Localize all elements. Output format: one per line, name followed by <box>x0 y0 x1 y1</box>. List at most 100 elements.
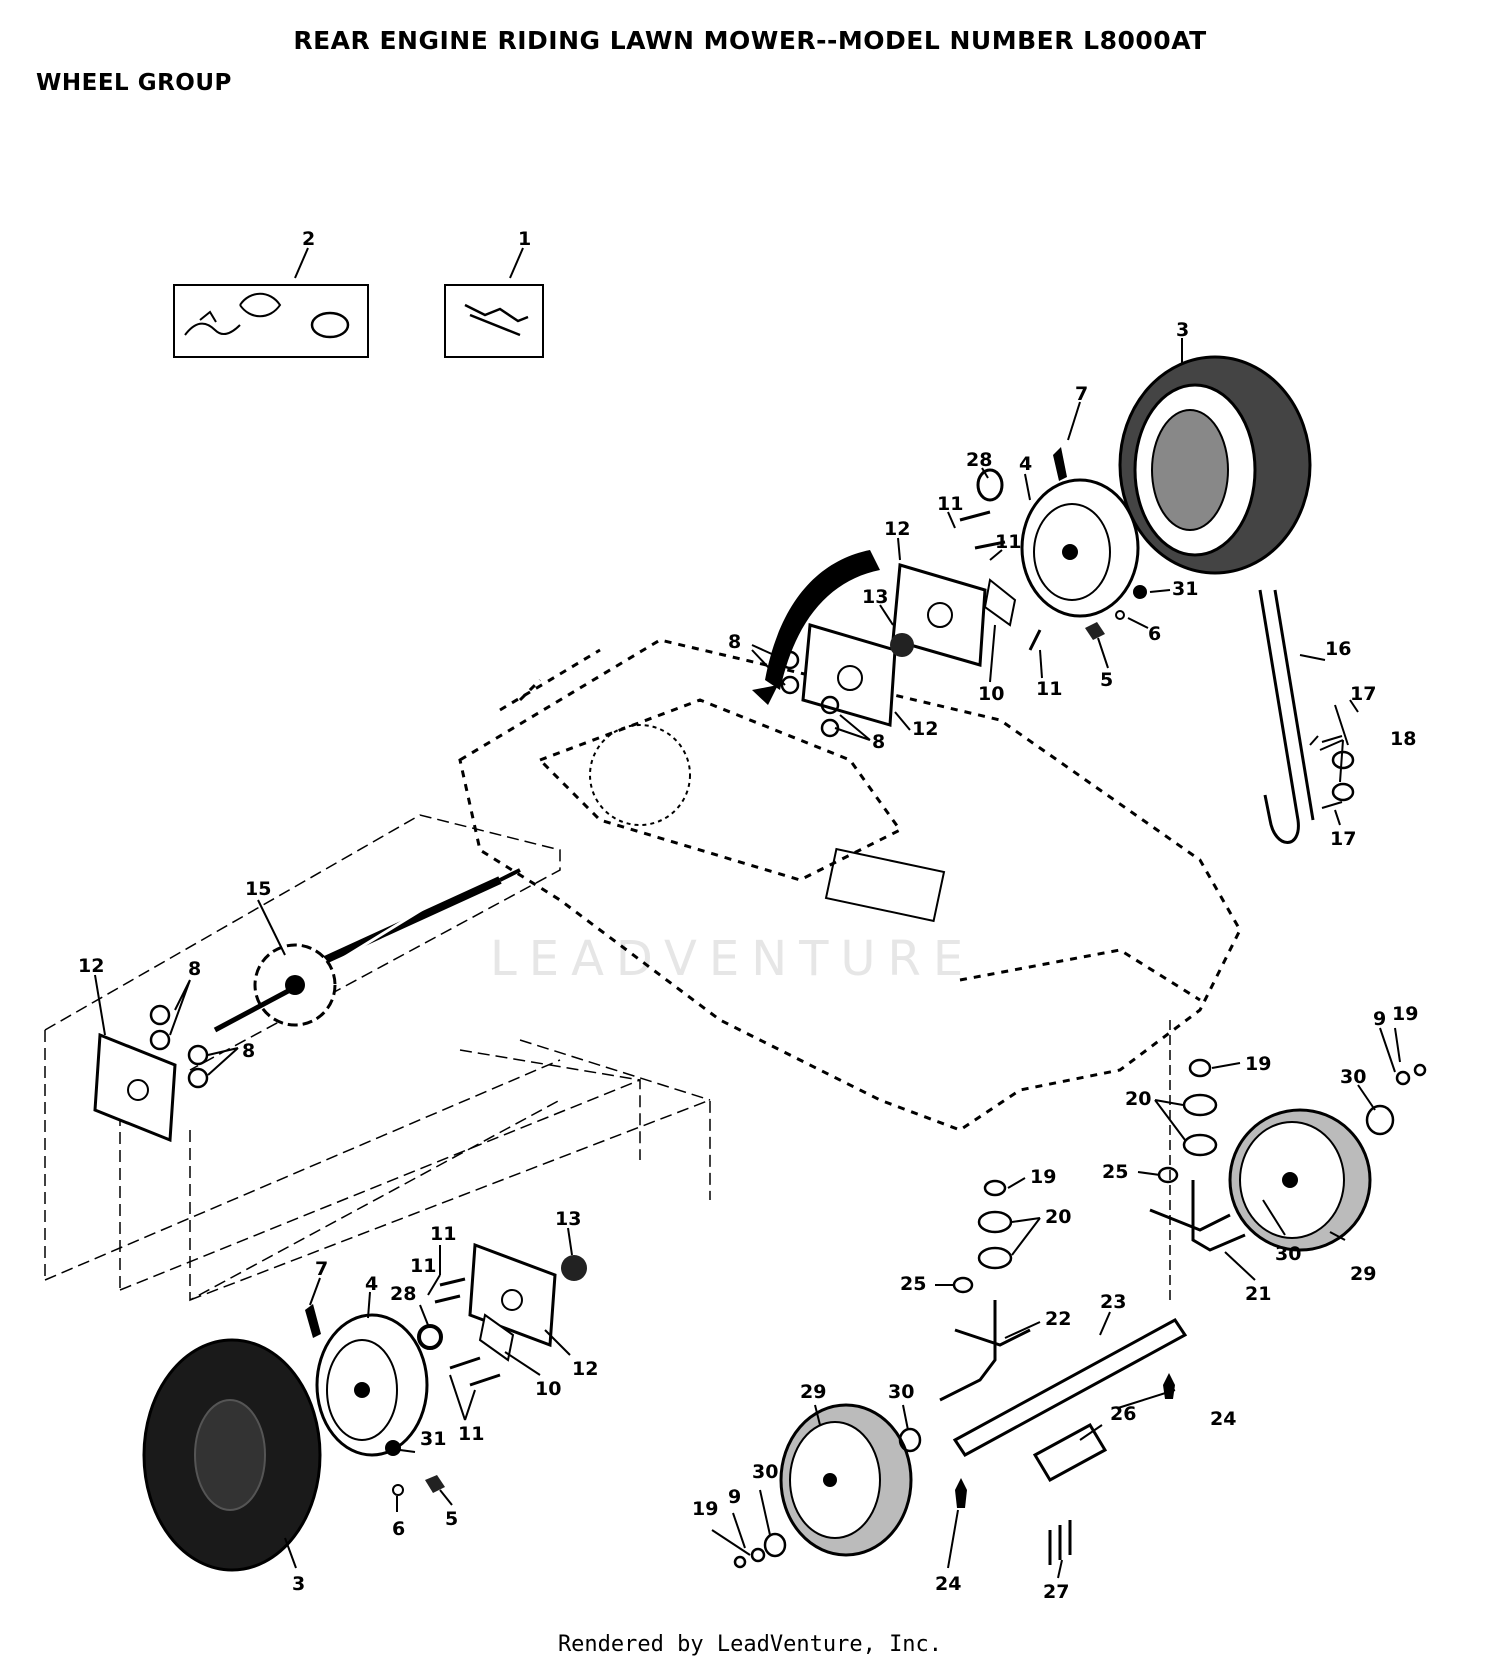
callout-19: 19 <box>1245 1053 1271 1075</box>
part-10-bracket-lower[interactable] <box>478 1313 515 1362</box>
part-18-washers[interactable] <box>1331 750 1355 802</box>
callout-30: 30 <box>888 1381 914 1403</box>
callout-12: 12 <box>572 1358 598 1380</box>
part-28-washer-lower[interactable] <box>417 1324 443 1350</box>
part-1-kit-box[interactable] <box>444 284 544 358</box>
frame-plate <box>824 847 946 923</box>
part-22-spindle-left[interactable] <box>939 1300 1031 1402</box>
part-12-bearing-plate-upper-left[interactable] <box>801 623 897 727</box>
callout-28: 28 <box>966 449 992 471</box>
callout-12: 12 <box>78 955 104 977</box>
callout-19: 19 <box>1030 1166 1056 1188</box>
part-3-rear-tire-right[interactable] <box>1118 355 1312 575</box>
part-26-plate[interactable] <box>1032 1422 1108 1483</box>
callout-8: 8 <box>188 958 201 980</box>
mower-frame-outline <box>458 638 1242 1132</box>
callout-28: 28 <box>390 1283 416 1305</box>
part-8-nuts-left[interactable] <box>149 1004 209 1089</box>
callout-7: 7 <box>315 1258 328 1280</box>
callout-21: 21 <box>1245 1283 1271 1305</box>
part-6-pin-lower[interactable] <box>392 1484 404 1496</box>
callout-13: 13 <box>555 1208 581 1230</box>
callout-5: 5 <box>1100 669 1113 691</box>
part-7-bolt-upper[interactable] <box>1053 447 1067 481</box>
callout-31: 31 <box>420 1428 446 1450</box>
part-2-kit-box[interactable] <box>173 284 369 358</box>
part-23-front-axle[interactable] <box>952 1318 1188 1457</box>
callout-9: 9 <box>1373 1008 1386 1030</box>
callout-17: 17 <box>1330 828 1356 850</box>
callout-24: 24 <box>935 1573 961 1595</box>
callout-20: 20 <box>1045 1206 1071 1228</box>
callout-4: 4 <box>365 1273 378 1295</box>
callout-7: 7 <box>1075 383 1088 405</box>
part-31-nut-lower[interactable] <box>385 1440 401 1456</box>
callout-24: 24 <box>1210 1408 1236 1430</box>
callout-10: 10 <box>978 683 1004 705</box>
part-28-washer-upper[interactable] <box>976 468 1004 502</box>
callout-1: 1 <box>518 228 531 250</box>
part-27-bolts[interactable] <box>1048 1520 1072 1565</box>
callout-11: 11 <box>430 1223 456 1245</box>
callout-30: 30 <box>752 1461 778 1483</box>
part-5-fitting-upper[interactable] <box>1085 622 1105 640</box>
part-3-rear-tire-left[interactable] <box>142 1338 322 1572</box>
part-5-fitting-lower[interactable] <box>425 1475 445 1493</box>
part-15-axle-sprocket[interactable] <box>213 868 521 1033</box>
callout-3: 3 <box>292 1573 305 1595</box>
callout-31: 31 <box>1172 578 1198 600</box>
part-11-bolts-lower[interactable] <box>434 1277 501 1387</box>
part-4-wheel-rim-left[interactable] <box>315 1313 429 1457</box>
part-4-wheel-rim-right[interactable] <box>1020 478 1140 618</box>
callout-8: 8 <box>872 731 885 753</box>
part-11-bolts-upper[interactable] <box>959 510 1042 651</box>
arrow-head <box>752 685 778 705</box>
callout-25: 25 <box>900 1273 926 1295</box>
callout-26: 26 <box>1110 1403 1136 1425</box>
callout-11: 11 <box>937 493 963 515</box>
part-24-bolt-lower[interactable] <box>955 1478 967 1508</box>
part-16-shift-rod[interactable] <box>1258 589 1315 844</box>
part-13-bearing-lower[interactable] <box>561 1255 587 1281</box>
footer-credit: Rendered by LeadVenture, Inc. <box>557 1632 943 1657</box>
callout-25: 25 <box>1102 1161 1128 1183</box>
callout-18: 18 <box>1390 728 1416 750</box>
callout-3: 3 <box>1176 319 1189 341</box>
part-7-bolt-lower[interactable] <box>305 1304 321 1338</box>
callout-5: 5 <box>445 1508 458 1530</box>
callout-8: 8 <box>728 631 741 653</box>
frame-opening <box>589 724 691 826</box>
callout-19: 19 <box>1392 1003 1418 1025</box>
part-6-pin-upper[interactable] <box>1115 610 1125 620</box>
part-17-cotter-pins[interactable] <box>1321 735 1343 809</box>
callout-12: 12 <box>912 718 938 740</box>
callout-22: 22 <box>1045 1308 1071 1330</box>
callout-11: 11 <box>1036 678 1062 700</box>
callout-13: 13 <box>862 586 888 608</box>
part-13-bearing-upper[interactable] <box>890 633 914 657</box>
leader-lines <box>94 247 1401 1579</box>
callout-20: 20 <box>1125 1088 1151 1110</box>
spacers-and-washers[interactable] <box>733 1058 1427 1569</box>
diagram-title: REAR ENGINE RIDING LAWN MOWER--MODEL NUM… <box>293 26 1207 55</box>
callout-15: 15 <box>245 878 271 900</box>
part-24-bolt-upper[interactable] <box>1163 1373 1175 1399</box>
part-12-bearing-plate-left[interactable] <box>93 1032 177 1143</box>
part-31-nut-upper[interactable] <box>1133 585 1147 599</box>
part-29-front-wheel-left[interactable] <box>779 1403 913 1557</box>
watermark: LEADVENTURE <box>490 931 975 987</box>
callout-16: 16 <box>1325 638 1351 660</box>
part-29-front-wheel-right[interactable] <box>1228 1108 1372 1252</box>
callout-29: 29 <box>800 1381 826 1403</box>
callout-12: 12 <box>884 518 910 540</box>
part-10-bracket-upper[interactable] <box>983 578 1017 627</box>
callout-9: 9 <box>728 1486 741 1508</box>
part-21-spindle-right[interactable] <box>1149 1180 1246 1252</box>
callout-4: 4 <box>1019 453 1032 475</box>
part-12-bearing-plate-upper-right[interactable] <box>891 563 987 667</box>
callout-2: 2 <box>302 228 315 250</box>
callout-29: 29 <box>1350 1263 1376 1285</box>
callout-8: 8 <box>242 1040 255 1062</box>
callout-11: 11 <box>995 531 1021 553</box>
